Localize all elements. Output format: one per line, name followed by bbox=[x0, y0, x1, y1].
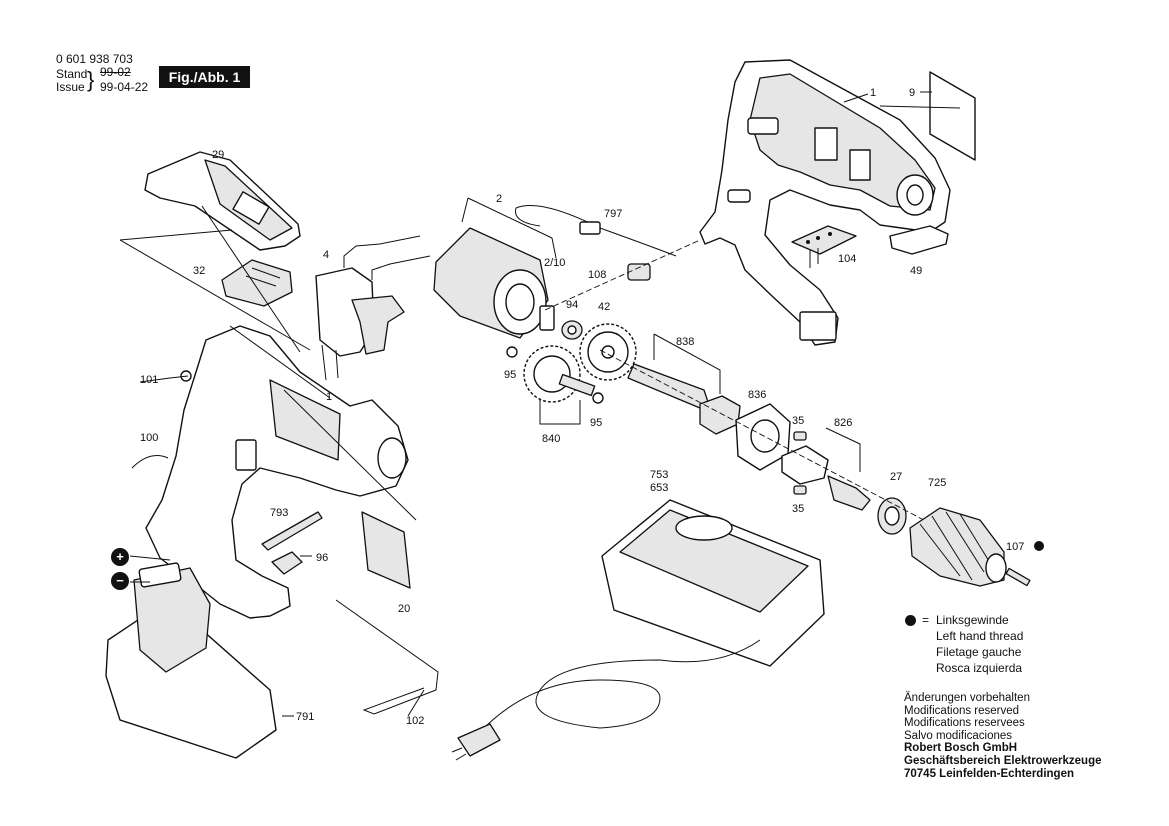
label-p95b: 95 bbox=[590, 417, 602, 429]
screw-101 bbox=[169, 375, 189, 379]
label-p4: 4 bbox=[323, 249, 329, 261]
pin-35a bbox=[793, 431, 807, 441]
belt-hook-102 bbox=[335, 599, 439, 715]
spindle-838 bbox=[627, 333, 721, 409]
battery-connector bbox=[221, 259, 293, 307]
gear-42 bbox=[579, 323, 637, 381]
label-p104: 104 bbox=[838, 253, 856, 265]
left-thread-marker-107 bbox=[1034, 541, 1044, 551]
label-p27: 27 bbox=[890, 471, 902, 483]
note-line-de: Änderungen vorbehalten bbox=[904, 692, 1030, 704]
plus-terminal-marker bbox=[111, 548, 129, 566]
housing-half-top bbox=[699, 59, 951, 346]
label-p826: 826 bbox=[834, 417, 852, 429]
label-20 bbox=[361, 511, 411, 589]
label-p1-mid: 1 bbox=[326, 391, 332, 403]
switch-assembly bbox=[315, 235, 431, 381]
leader-lines bbox=[119, 93, 961, 717]
label-p840: 840 bbox=[542, 433, 560, 445]
legend-line-fr: Filetage gauche bbox=[936, 645, 1022, 659]
motor-cable bbox=[515, 205, 677, 257]
label-p797: 797 bbox=[604, 208, 622, 220]
issue-label: Issue bbox=[56, 80, 85, 94]
rating-plate bbox=[920, 71, 976, 161]
label-p108: 108 bbox=[588, 269, 606, 281]
legend-line-de: Linksgewinde bbox=[936, 613, 1009, 627]
chuck-725 bbox=[909, 507, 1007, 587]
label-p107: 107 bbox=[1006, 541, 1024, 553]
label-p836: 836 bbox=[748, 389, 766, 401]
stand-value: 99-02 bbox=[100, 65, 131, 79]
company-address: 70745 Leinfelden-Echterdingen bbox=[904, 767, 1074, 780]
clip-96 bbox=[271, 551, 303, 575]
label-p791: 791 bbox=[296, 711, 314, 723]
label-p35b: 35 bbox=[792, 503, 804, 515]
label-p42: 42 bbox=[598, 301, 610, 313]
note-line-es: Salvo modificaciones bbox=[904, 729, 1013, 742]
bearing-94 bbox=[561, 320, 583, 340]
stand-label: Stand bbox=[56, 67, 88, 81]
ball-95a bbox=[506, 346, 518, 358]
note-line-fr: Modifications reservees bbox=[904, 717, 1025, 730]
stand-brace: } bbox=[87, 67, 95, 92]
spring-clip bbox=[627, 263, 651, 281]
label-p2: 2 bbox=[496, 193, 502, 205]
issue-value: 99-04-22 bbox=[100, 80, 149, 94]
label-p100: 100 bbox=[140, 432, 158, 444]
label-p9: 9 bbox=[909, 87, 915, 99]
minus-terminal-marker bbox=[111, 572, 129, 590]
planetary-gear-840 bbox=[523, 345, 596, 425]
clutch-826 bbox=[781, 427, 871, 511]
label-p2-10: 2/10 bbox=[544, 257, 565, 269]
label-p35a: 35 bbox=[792, 415, 804, 427]
legend-equals: = bbox=[922, 613, 930, 627]
company-name: Robert Bosch GmbH bbox=[904, 742, 1018, 755]
assembly-line-motor bbox=[544, 239, 701, 311]
label-p793: 793 bbox=[270, 507, 288, 519]
part-labels: 1 9 29 2 797 4 2/10 32 108 104 49 94 42 … bbox=[140, 87, 1024, 727]
power-cord bbox=[479, 639, 761, 733]
label-p32: 32 bbox=[193, 265, 205, 277]
ball-95b bbox=[592, 392, 604, 404]
retaining-clip bbox=[889, 225, 949, 255]
bit-793 bbox=[261, 511, 323, 551]
battery-cover bbox=[144, 151, 301, 251]
screw-107 bbox=[1005, 567, 1031, 587]
charger-753 bbox=[601, 499, 825, 667]
label-p102: 102 bbox=[406, 715, 424, 727]
coupling-836 bbox=[699, 395, 791, 471]
label-p49: 49 bbox=[910, 265, 922, 277]
label-p838: 838 bbox=[676, 336, 694, 348]
plus-terminal-sign: + bbox=[116, 549, 124, 564]
mains-plug bbox=[451, 723, 501, 761]
label-p29: 29 bbox=[212, 149, 224, 161]
label-p94: 94 bbox=[566, 299, 578, 311]
notes: Änderungen vorbehalten Modifications res… bbox=[904, 692, 1102, 780]
legend-line-en: Left hand thread bbox=[936, 629, 1024, 643]
plate-100 bbox=[131, 455, 169, 469]
motor bbox=[433, 197, 557, 339]
label-p653: 653 bbox=[650, 482, 668, 494]
label-p725: 725 bbox=[928, 477, 946, 489]
part-number: 0 601 938 703 bbox=[56, 52, 133, 66]
note-line-en: Modifications reserved bbox=[904, 704, 1020, 717]
left-thread-marker-icon bbox=[905, 615, 916, 626]
housing-half-main bbox=[145, 325, 409, 619]
label-p753: 753 bbox=[650, 469, 668, 481]
label-p20: 20 bbox=[398, 603, 410, 615]
assembly-line-axis bbox=[599, 349, 1001, 561]
battery-pack-791 bbox=[105, 562, 277, 759]
figure-tag: Fig./Abb. 1 bbox=[159, 66, 250, 88]
terminal-block bbox=[791, 225, 857, 268]
label-p95a: 95 bbox=[504, 369, 516, 381]
label-p96: 96 bbox=[316, 552, 328, 564]
label-p101: 101 bbox=[140, 374, 158, 386]
legend: = Linksgewinde Left hand thread Filetage… bbox=[905, 612, 1023, 676]
company-division: Geschäftsbereich Elektrowerkzeuge bbox=[904, 754, 1102, 767]
legend-line-es: Rosca izquierda bbox=[936, 661, 1023, 675]
pin-35b bbox=[793, 485, 807, 495]
minus-terminal-sign: − bbox=[116, 573, 124, 588]
label-p1-top: 1 bbox=[870, 87, 876, 99]
